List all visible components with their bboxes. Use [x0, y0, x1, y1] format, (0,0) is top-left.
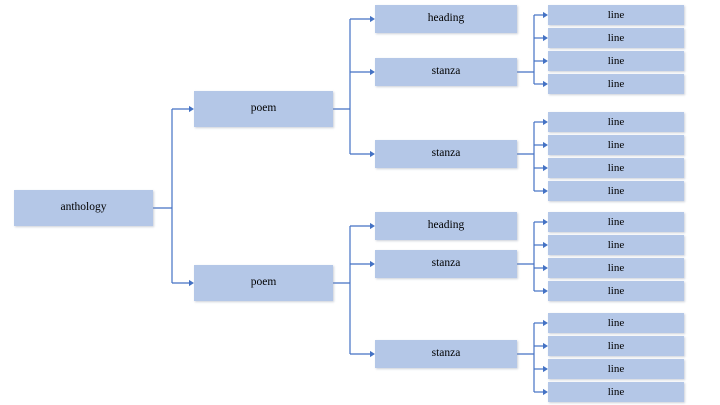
node-line-2-4[interactable]: line [548, 181, 684, 201]
node-line-3-3[interactable]: line [548, 258, 684, 278]
node-label: line [607, 8, 625, 21]
node-line-3-1[interactable]: line [548, 212, 684, 232]
node-label: line [607, 138, 625, 151]
node-line-4-2[interactable]: line [548, 336, 684, 356]
node-label: line [607, 184, 625, 197]
node-label: anthology [60, 201, 107, 214]
node-line-1-3[interactable]: line [548, 51, 684, 71]
node-label: line [607, 238, 625, 251]
node-label: line [607, 31, 625, 44]
node-label: line [607, 77, 625, 90]
node-line-2-3[interactable]: line [548, 158, 684, 178]
node-stanza-3[interactable]: stanza [375, 250, 517, 278]
node-label: poem [250, 276, 277, 289]
node-label: line [607, 284, 625, 297]
node-label: line [607, 261, 625, 274]
node-line-1-2[interactable]: line [548, 28, 684, 48]
node-stanza-2[interactable]: stanza [375, 140, 517, 168]
node-line-3-2[interactable]: line [548, 235, 684, 255]
node-poem-2[interactable]: poem [194, 265, 333, 301]
node-line-1-4[interactable]: line [548, 74, 684, 94]
node-line-4-4[interactable]: line [548, 382, 684, 402]
node-label: line [607, 316, 625, 329]
node-line-2-2[interactable]: line [548, 135, 684, 155]
node-label: heading [427, 12, 465, 25]
node-line-1-1[interactable]: line [548, 5, 684, 25]
node-label: line [607, 115, 625, 128]
node-poem-1[interactable]: poem [194, 91, 333, 127]
node-label: stanza [431, 65, 461, 78]
node-anthology[interactable]: anthology [14, 190, 153, 226]
node-stanza-1[interactable]: stanza [375, 58, 517, 86]
node-line-4-1[interactable]: line [548, 313, 684, 333]
node-label: line [607, 161, 625, 174]
node-stanza-4[interactable]: stanza [375, 340, 517, 368]
node-label: line [607, 54, 625, 67]
node-label: line [607, 385, 625, 398]
node-heading-2[interactable]: heading [375, 212, 517, 240]
node-label: stanza [431, 147, 461, 160]
node-label: line [607, 215, 625, 228]
node-label: poem [250, 102, 277, 115]
node-label: heading [427, 219, 465, 232]
node-heading-1[interactable]: heading [375, 5, 517, 33]
node-line-2-1[interactable]: line [548, 112, 684, 132]
node-label: stanza [431, 347, 461, 360]
node-label: line [607, 362, 625, 375]
node-label: line [607, 339, 625, 352]
node-line-3-4[interactable]: line [548, 281, 684, 301]
node-label: stanza [431, 257, 461, 270]
node-line-4-3[interactable]: line [548, 359, 684, 379]
